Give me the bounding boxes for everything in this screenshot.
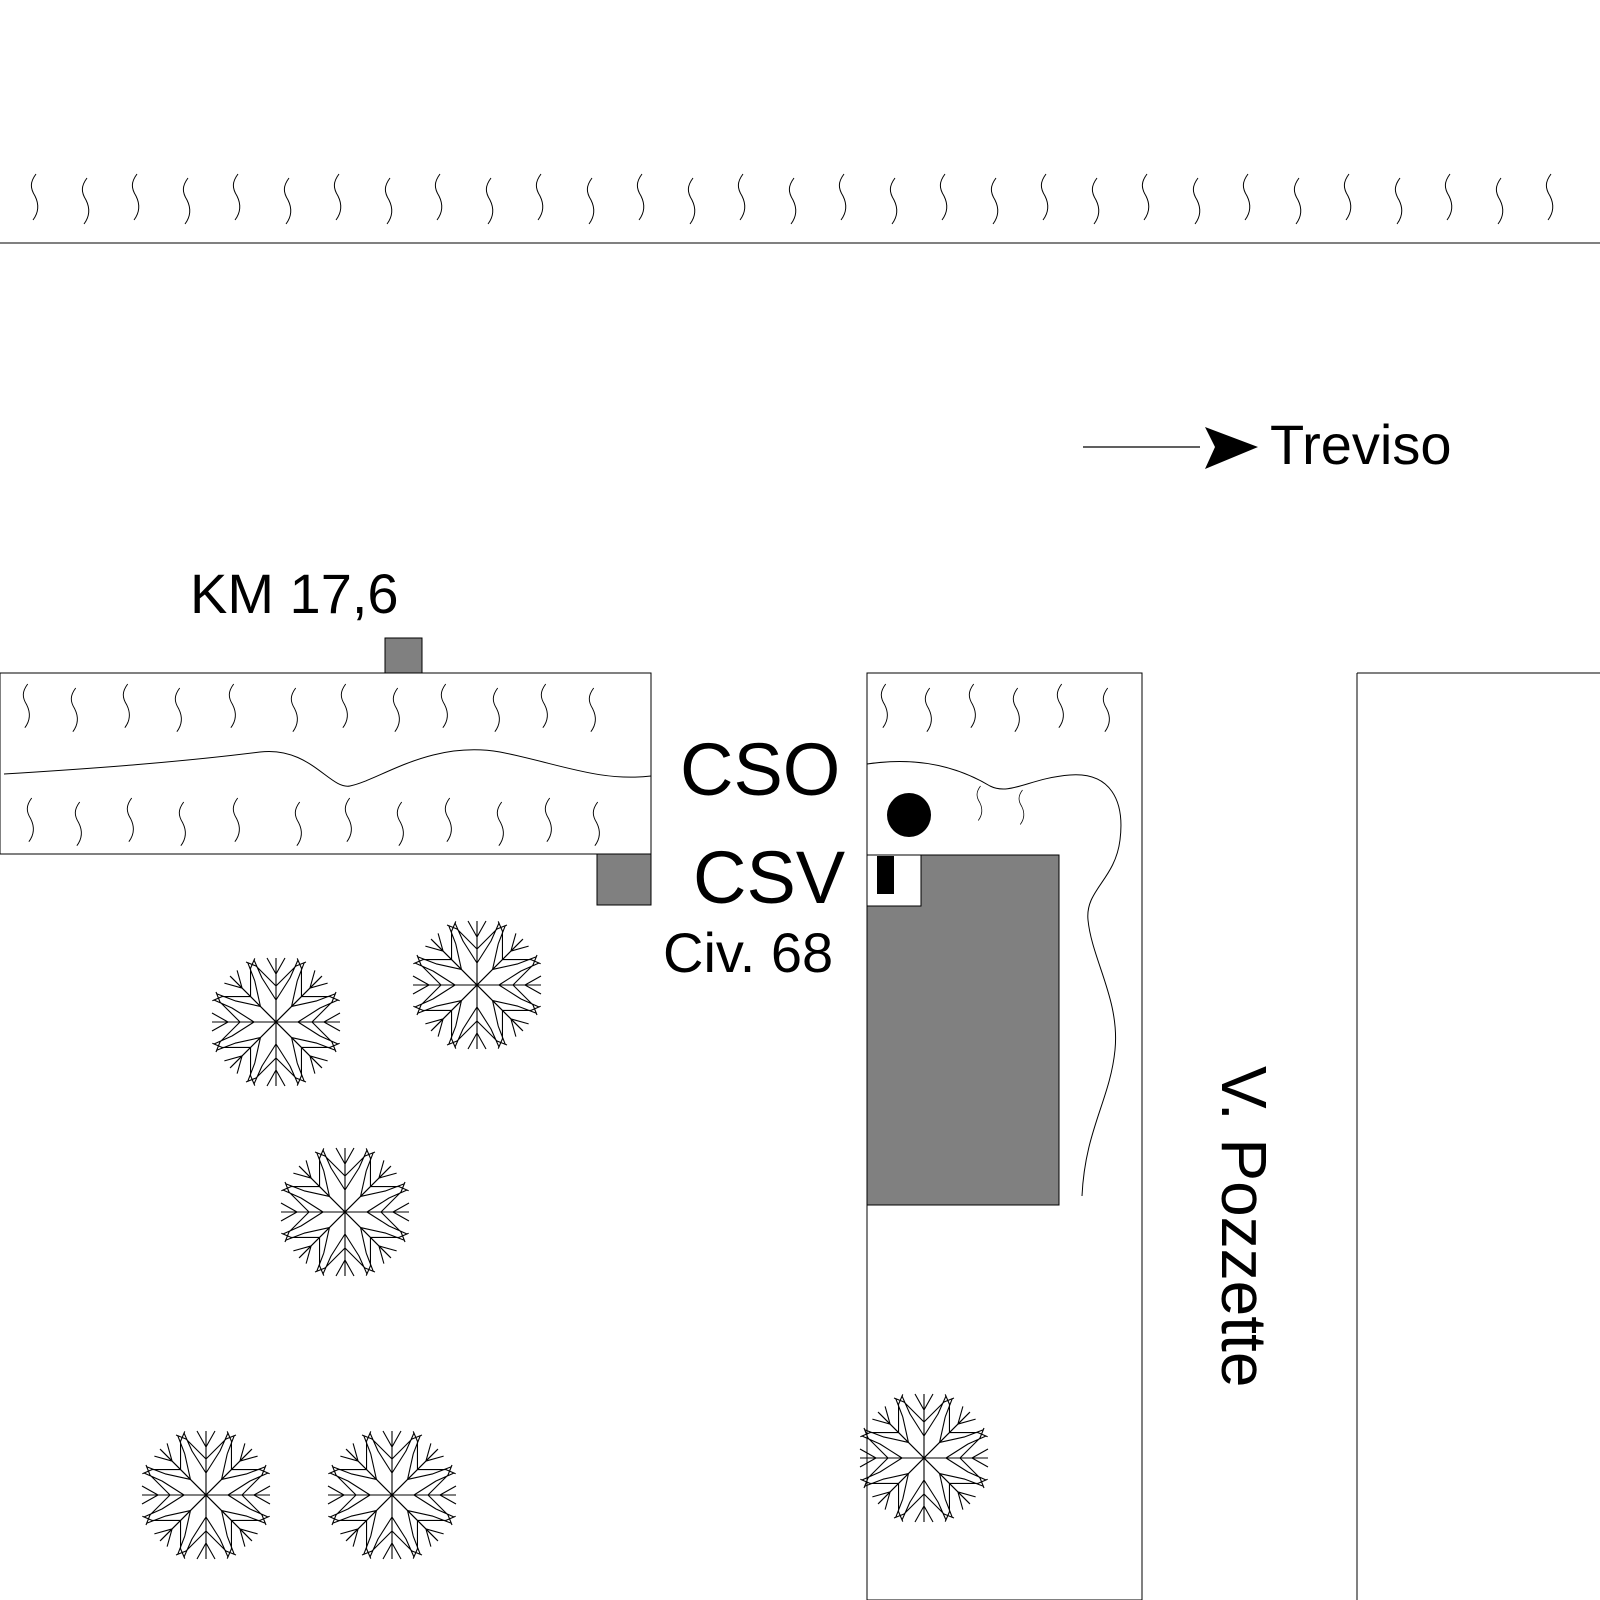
grass-tuft-icon (333, 173, 342, 221)
grass-tuft-icon (30, 173, 39, 221)
grass-tuft-icon (1495, 177, 1504, 225)
grass-tuft-icon (70, 687, 78, 733)
grass-tuft-icon (344, 797, 352, 843)
tree-icon (411, 919, 544, 1052)
grass-tuft-icon (396, 801, 404, 847)
csv-marker (877, 856, 894, 894)
grass-tuft-icon (990, 177, 999, 225)
ditch-outline (0, 672, 652, 855)
grass-tuft-icon (126, 797, 134, 843)
civic-number-label: Civ. 68 (663, 921, 833, 984)
cso-marker (887, 793, 931, 837)
grass-tuft-icon (1102, 687, 1110, 733)
grass-tuft-icon (788, 177, 797, 225)
grass-tuft-icon (1343, 173, 1352, 221)
grass-tuft-icon (1545, 173, 1554, 221)
grass-tuft-icon (1141, 173, 1150, 221)
grass-tuft-icon (1012, 687, 1020, 733)
grass-tuft-icon (290, 687, 298, 733)
grass-tuft-icon (1293, 177, 1302, 225)
ditch-water-line (3, 749, 652, 787)
grass-tuft-icon (440, 683, 448, 729)
grass-tuft-icon (434, 173, 443, 221)
tree-icon (210, 956, 343, 1089)
grass-tuft-icon (232, 173, 241, 221)
grass-tuft-icon (838, 173, 847, 221)
grass-tuft-icon (544, 797, 552, 843)
grass-tuft-icon (1091, 177, 1100, 225)
grass-tuft-icon (178, 801, 186, 847)
grass-tuft-icon (485, 177, 494, 225)
grass-tuft-icon (81, 177, 90, 225)
grass-tuft-icon (283, 177, 292, 225)
tree-icon (326, 1429, 459, 1562)
grass-tuft-icon (444, 797, 452, 843)
grass-tuft-icon-row (30, 173, 1554, 225)
grass-tuft-icon (1192, 177, 1201, 225)
grass-tuft-icon (392, 687, 400, 733)
grass-tuft-icon (1444, 173, 1453, 221)
tree-icon (279, 1146, 412, 1279)
small-structure (596, 853, 652, 906)
grass-tuft-icon (122, 683, 130, 729)
building-civ-68 (866, 854, 1060, 1206)
grass-tuft-icon (384, 177, 393, 225)
grass-tuft-icon (737, 173, 746, 221)
grass-tuft-icon (174, 687, 182, 733)
grass-tuft-icon (687, 177, 696, 225)
grass-tuft-icon (22, 683, 30, 729)
arrow-right-icon (1205, 427, 1258, 469)
km-marker-label: KM 17,6 (190, 562, 399, 625)
water-channel-line (866, 761, 1122, 1197)
grass-tuft-icon (294, 801, 302, 847)
direction-label: Treviso (1270, 413, 1452, 476)
grass-tuft-icon (924, 687, 932, 733)
tree-icon (140, 1429, 273, 1562)
grass-tuft-icon (496, 801, 504, 847)
grass-tuft-icon (1242, 173, 1251, 221)
grass-tuft-icon (340, 683, 348, 729)
grass-tuft-icon (492, 687, 500, 733)
grass-tuft-icon (535, 173, 544, 221)
grass-tuft-icon (540, 683, 548, 729)
left-ditch-strip (0, 672, 652, 855)
grass-tuft-icon (976, 785, 983, 821)
km-marker-post (384, 637, 423, 674)
tree-icon (858, 1392, 991, 1525)
grass-tuft-icon (889, 177, 898, 225)
grass-tuft-icon (182, 177, 191, 225)
grass-tuft-icon (1018, 789, 1025, 825)
direction-indicator: Treviso (1083, 413, 1452, 476)
grass-tuft-icon (1056, 683, 1064, 729)
grass-tuft-icon (232, 797, 240, 843)
grass-tuft-icon (1040, 173, 1049, 221)
grass-tuft-icon (26, 797, 34, 843)
csv-label: CSV (693, 836, 846, 919)
grass-tuft-icon (592, 801, 600, 847)
grass-tuft-icon (131, 173, 140, 221)
grass-tuft-icon (74, 801, 82, 847)
grass-tuft-icon (588, 687, 596, 733)
grass-tuft-icon (586, 177, 595, 225)
top-field-grass (0, 173, 1600, 244)
grass-tuft-icon (939, 173, 948, 221)
grass-tuft-icon (1394, 177, 1403, 225)
grass-tuft-icon (968, 683, 976, 729)
grass-tuft-icon (636, 173, 645, 221)
street-name-label: V. Pozzette (1208, 1066, 1280, 1387)
grass-tuft-icon (880, 683, 888, 729)
cso-label: CSO (680, 728, 840, 811)
grass-tuft-icon (228, 683, 236, 729)
